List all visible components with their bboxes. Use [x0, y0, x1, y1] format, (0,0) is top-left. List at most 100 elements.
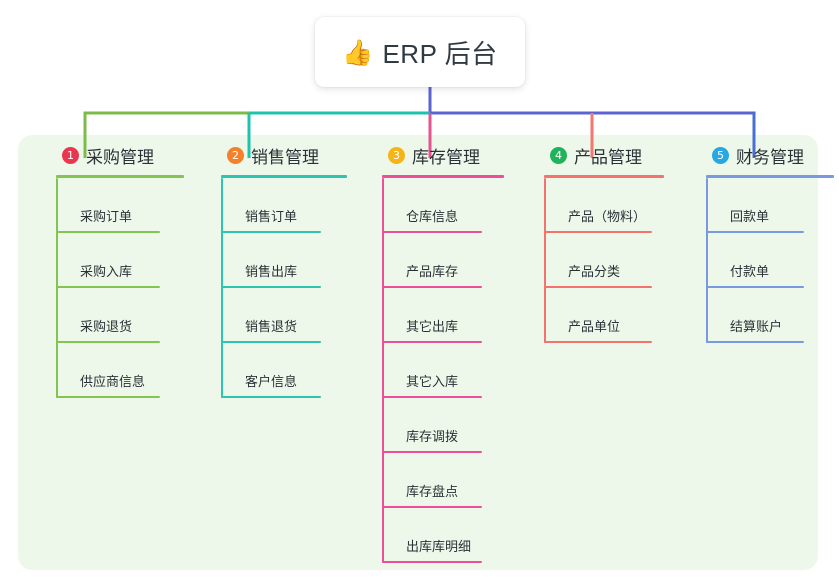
branch-item-list: 仓库信息产品库存其它出库其它入库库存调拨库存盘点出库库明细 — [382, 178, 504, 563]
branch-title: 财务管理 — [736, 147, 804, 167]
branch-spine — [544, 178, 546, 343]
branch-item-rule — [382, 286, 482, 288]
branch-item-label: 其它出库 — [406, 319, 459, 334]
branch-item[interactable]: 回款单 — [706, 178, 834, 233]
branch-spine — [382, 178, 384, 563]
branch-column-3: 3 库存管理仓库信息产品库存其它出库其它入库库存调拨库存盘点出库库明细 — [366, 135, 504, 563]
branch-spine — [56, 178, 58, 398]
branch-item-list: 回款单付款单结算账户 — [706, 178, 834, 343]
branch-item[interactable]: 供应商信息 — [56, 343, 184, 398]
branch-item-label: 库存盘点 — [406, 484, 459, 499]
branch-title: 产品管理 — [574, 147, 642, 167]
branch-item-rule — [56, 341, 160, 343]
branch-item[interactable]: 产品分类 — [544, 233, 664, 288]
branch-item-label: 付款单 — [730, 264, 770, 279]
branch-item[interactable]: 其它出库 — [382, 288, 504, 343]
branch-item-rule — [544, 231, 652, 233]
branch-spine — [221, 178, 223, 398]
branch-item-rule — [544, 341, 652, 343]
branch-item-rule — [382, 396, 482, 398]
branch-item-label: 产品库存 — [406, 264, 459, 279]
branch-item[interactable]: 销售出库 — [221, 233, 347, 288]
branch-number-badge: 3 — [388, 146, 405, 164]
branch-item-label: 客户信息 — [245, 374, 298, 389]
branch-item-rule — [382, 451, 482, 453]
branch-item-rule — [382, 231, 482, 233]
branch-item-label: 产品单位 — [568, 319, 621, 334]
root-node-label: ERP 后台 — [382, 38, 498, 69]
branch-item-label: 库存调拨 — [406, 429, 459, 444]
thumbs-up-icon: 👍 — [342, 38, 374, 67]
branch-item-label: 产品（物料） — [568, 209, 647, 224]
branch-title: 采购管理 — [86, 147, 154, 167]
branch-item-rule — [221, 341, 321, 343]
branch-header-2[interactable]: 2 销售管理 — [205, 135, 347, 175]
branch-item[interactable]: 客户信息 — [221, 343, 347, 398]
branch-item[interactable]: 销售退货 — [221, 288, 347, 343]
branch-item-rule — [221, 231, 321, 233]
branch-item[interactable]: 采购订单 — [56, 178, 184, 233]
branch-item[interactable]: 产品单位 — [544, 288, 664, 343]
branch-item-rule — [221, 396, 321, 398]
branch-columns: 1 采购管理采购订单采购入库采购退货供应商信息 2 销售管理销售订单销售出库销售退货客… — [18, 135, 834, 570]
branch-item-rule — [706, 231, 804, 233]
branch-column-1: 1 采购管理采购订单采购入库采购退货供应商信息 — [40, 135, 184, 398]
branch-title: 库存管理 — [412, 147, 480, 167]
branch-item-rule — [382, 506, 482, 508]
branch-item-rule — [56, 231, 160, 233]
branch-item-rule — [56, 396, 160, 398]
branch-item-label: 其它入库 — [406, 374, 459, 389]
branch-item-label: 销售出库 — [245, 264, 298, 279]
branch-item-rule — [706, 341, 804, 343]
branch-item-label: 出库库明细 — [406, 539, 472, 554]
branch-item-rule — [382, 561, 482, 563]
branch-header-3[interactable]: 3 库存管理 — [366, 135, 504, 175]
branch-header-rule — [382, 175, 504, 178]
branch-header-rule — [56, 175, 184, 178]
branch-item[interactable]: 销售订单 — [221, 178, 347, 233]
branch-item[interactable]: 产品（物料） — [544, 178, 664, 233]
branch-item-list: 产品（物料） 产品分类产品单位 — [544, 178, 664, 343]
branch-header-5[interactable]: 5 财务管理 — [690, 135, 834, 175]
branch-item-list: 销售订单销售出库销售退货客户信息 — [221, 178, 347, 398]
branch-number-badge: 4 — [550, 146, 567, 164]
branch-column-4: 4 产品管理产品（物料） 产品分类产品单位 — [528, 135, 664, 343]
branch-title: 销售管理 — [251, 147, 319, 167]
branch-item-list: 采购订单采购入库采购退货供应商信息 — [56, 178, 184, 398]
diagram-body-panel — [18, 135, 818, 570]
branch-item-rule — [382, 341, 482, 343]
branch-item-rule — [544, 286, 652, 288]
branch-item[interactable]: 付款单 — [706, 233, 834, 288]
branch-item-label: 结算账户 — [730, 319, 783, 334]
branch-header-1[interactable]: 1 采购管理 — [40, 135, 184, 175]
branch-spine — [706, 178, 708, 343]
branch-item[interactable]: 出库库明细 — [382, 508, 504, 563]
branch-item-label: 销售退货 — [245, 319, 298, 334]
branch-item[interactable]: 其它入库 — [382, 343, 504, 398]
branch-item-rule — [56, 286, 160, 288]
branch-item[interactable]: 库存调拨 — [382, 398, 504, 453]
branch-number-badge: 5 — [712, 146, 729, 164]
branch-item[interactable]: 库存盘点 — [382, 453, 504, 508]
branch-item[interactable]: 产品库存 — [382, 233, 504, 288]
branch-column-2: 2 销售管理销售订单销售出库销售退货客户信息 — [205, 135, 347, 398]
root-node[interactable]: 👍 ERP 后台 — [315, 17, 525, 87]
branch-item-label: 采购入库 — [80, 264, 133, 279]
branch-header-rule — [706, 175, 834, 178]
branch-item[interactable]: 采购入库 — [56, 233, 184, 288]
branch-item-label: 产品分类 — [568, 264, 621, 279]
branch-number-badge: 1 — [62, 146, 79, 164]
branch-header-4[interactable]: 4 产品管理 — [528, 135, 664, 175]
branch-number-badge: 2 — [227, 146, 244, 164]
branch-item[interactable]: 仓库信息 — [382, 178, 504, 233]
branch-item-label: 采购订单 — [80, 209, 133, 224]
branch-item-label: 供应商信息 — [80, 374, 146, 389]
branch-item[interactable]: 采购退货 — [56, 288, 184, 343]
branch-column-5: 5 财务管理回款单付款单结算账户 — [690, 135, 834, 343]
branch-header-rule — [544, 175, 664, 178]
branch-item-rule — [221, 286, 321, 288]
branch-item-label: 回款单 — [730, 209, 770, 224]
branch-item-label: 采购退货 — [80, 319, 133, 334]
branch-item[interactable]: 结算账户 — [706, 288, 834, 343]
